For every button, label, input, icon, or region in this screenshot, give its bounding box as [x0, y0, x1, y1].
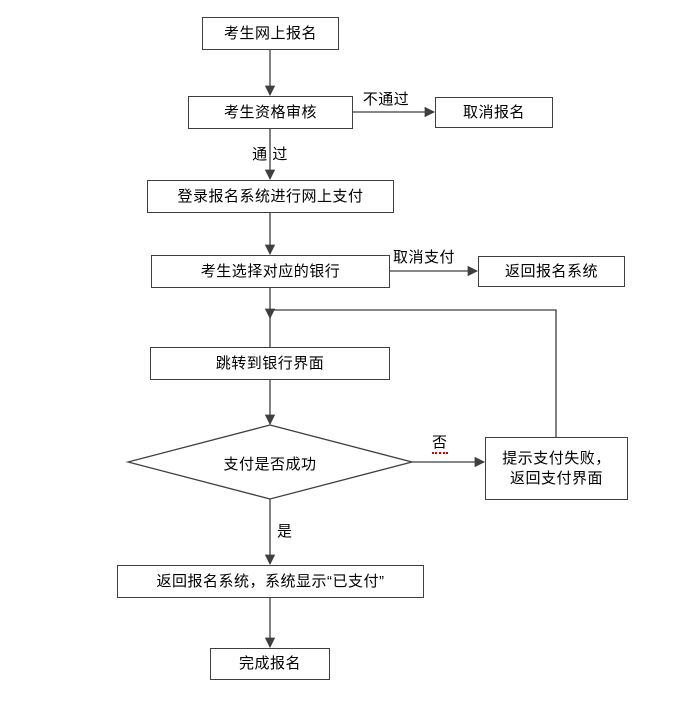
edge-label-pass: 通 过 [252, 146, 288, 163]
flow-node-review: 考生资格审核 [188, 96, 353, 129]
flow-node-return-system: 返回报名系统 [478, 256, 625, 287]
flow-node-done: 完成报名 [210, 648, 330, 680]
edge-fail-feedback [270, 309, 557, 437]
flow-node-login-pay: 登录报名系统进行网上支付 [147, 180, 394, 213]
edge-label-not-pass: 不通过 [362, 91, 410, 108]
flow-node-payment-failed: 提示支付失败， 返回支付界面 [485, 437, 628, 500]
edge-label-no-text: 否 [432, 434, 448, 454]
flow-node-paid-confirmation: 返回报名系统，系统显示“已支付” [117, 565, 424, 598]
flow-node-select-bank: 考生选择对应的银行 [151, 255, 390, 288]
edge-label-yes: 是 [277, 523, 293, 540]
edge-label-no: 否 [432, 431, 448, 454]
edge-label-cancel-pay: 取消支付 [392, 249, 455, 266]
flow-node-bank-page: 跳转到银行界面 [150, 347, 390, 380]
flow-node-payment-check-label: 支付是否成功 [223, 456, 317, 473]
payment-failed-line1: 提示支付失败， [502, 450, 611, 467]
flow-node-cancel-registration: 取消报名 [435, 97, 553, 128]
payment-failed-line2: 返回支付界面 [509, 469, 603, 487]
flow-node-start: 考生网上报名 [202, 17, 339, 50]
